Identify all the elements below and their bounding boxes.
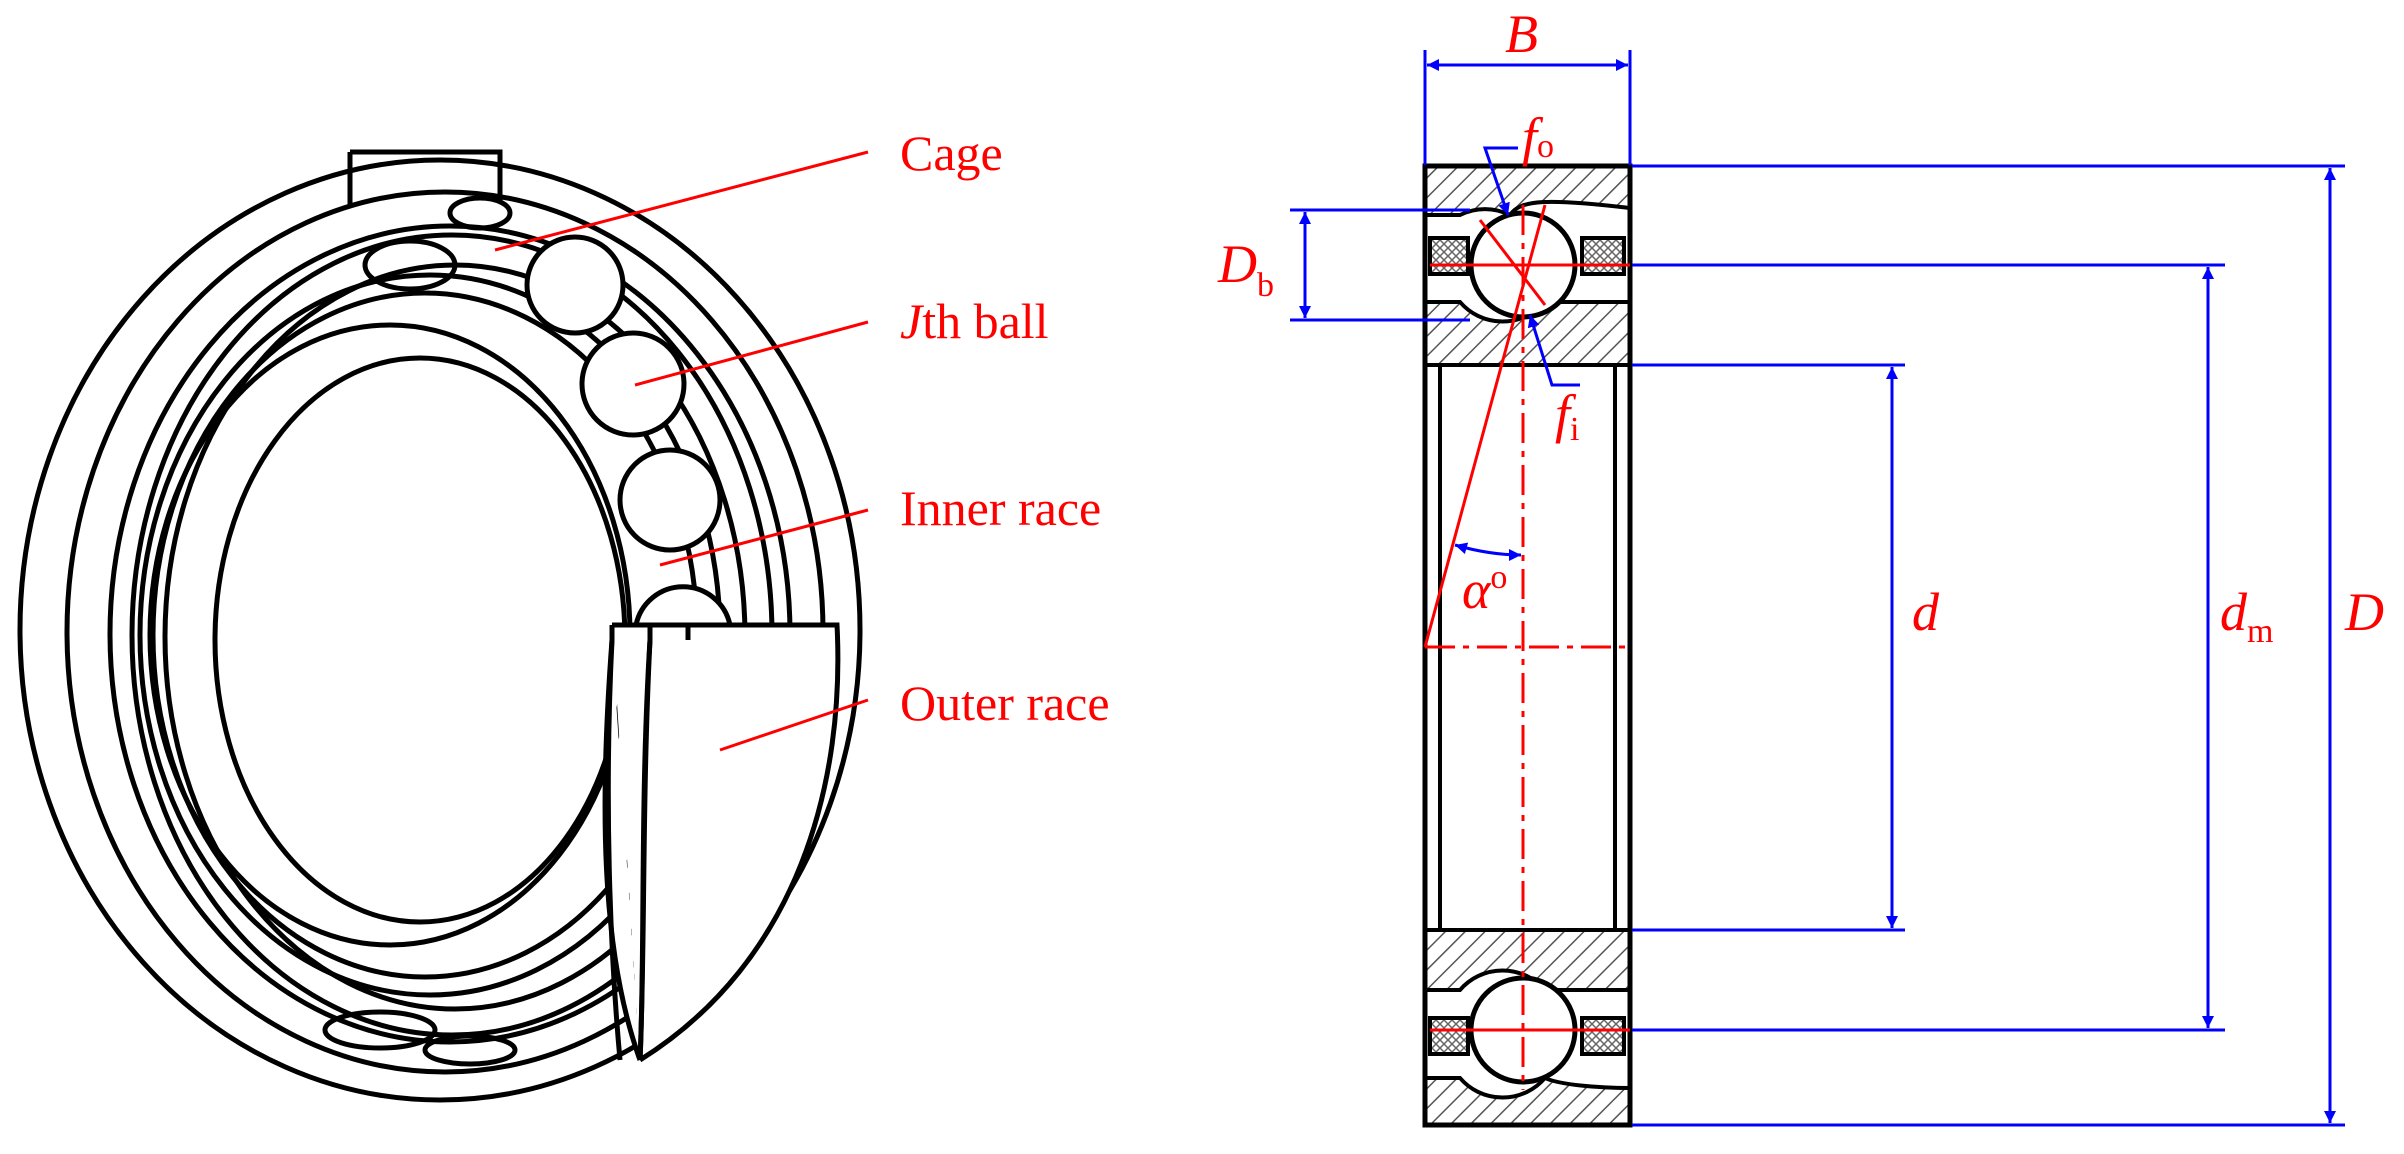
center-lines — [1423, 204, 1630, 1090]
ball-2 — [579, 330, 687, 438]
ball-3 — [617, 447, 723, 553]
label-inner-race: Inner race — [900, 480, 1101, 536]
bearing-3d-view — [17, 149, 863, 1103]
label-alpha: αo — [1462, 559, 1507, 620]
ball-1 — [524, 234, 626, 336]
label-fo: fo — [1522, 107, 1554, 167]
ball-top-1 — [447, 195, 513, 231]
top-outer-race-section — [1423, 164, 1632, 218]
top-cage-left — [1428, 236, 1470, 276]
contact-angle-arc — [1454, 542, 1522, 561]
label-cage: Cage — [900, 125, 1003, 181]
dimension-lines — [1290, 50, 2345, 1127]
fo-leader — [1482, 146, 1518, 216]
top-cage-right — [1580, 236, 1626, 276]
label-dm: dm — [2220, 582, 2273, 650]
cage-tab — [347, 149, 503, 205]
label-outer-race: Outer race — [900, 675, 1110, 731]
label-D: D — [2344, 582, 2384, 642]
ball-4 — [633, 584, 733, 626]
ball-top-2 — [362, 238, 458, 292]
bottom-cage-left — [1428, 1016, 1470, 1056]
bottom-outer-race-section — [1423, 1075, 1632, 1127]
label-B: B — [1505, 4, 1538, 64]
outer-race-cutaway — [602, 622, 841, 1063]
label-fi: fi — [1555, 384, 1579, 448]
label-Db: Db — [1217, 234, 1274, 304]
left-labels: Cage Jth ball Inner race Outer race — [900, 125, 1110, 731]
left-leaders — [494, 150, 869, 752]
bottom-cage-right — [1580, 1016, 1626, 1056]
label-ball: Jth ball — [900, 293, 1049, 349]
fi-leader — [1527, 314, 1580, 387]
label-d: d — [1912, 582, 1940, 642]
